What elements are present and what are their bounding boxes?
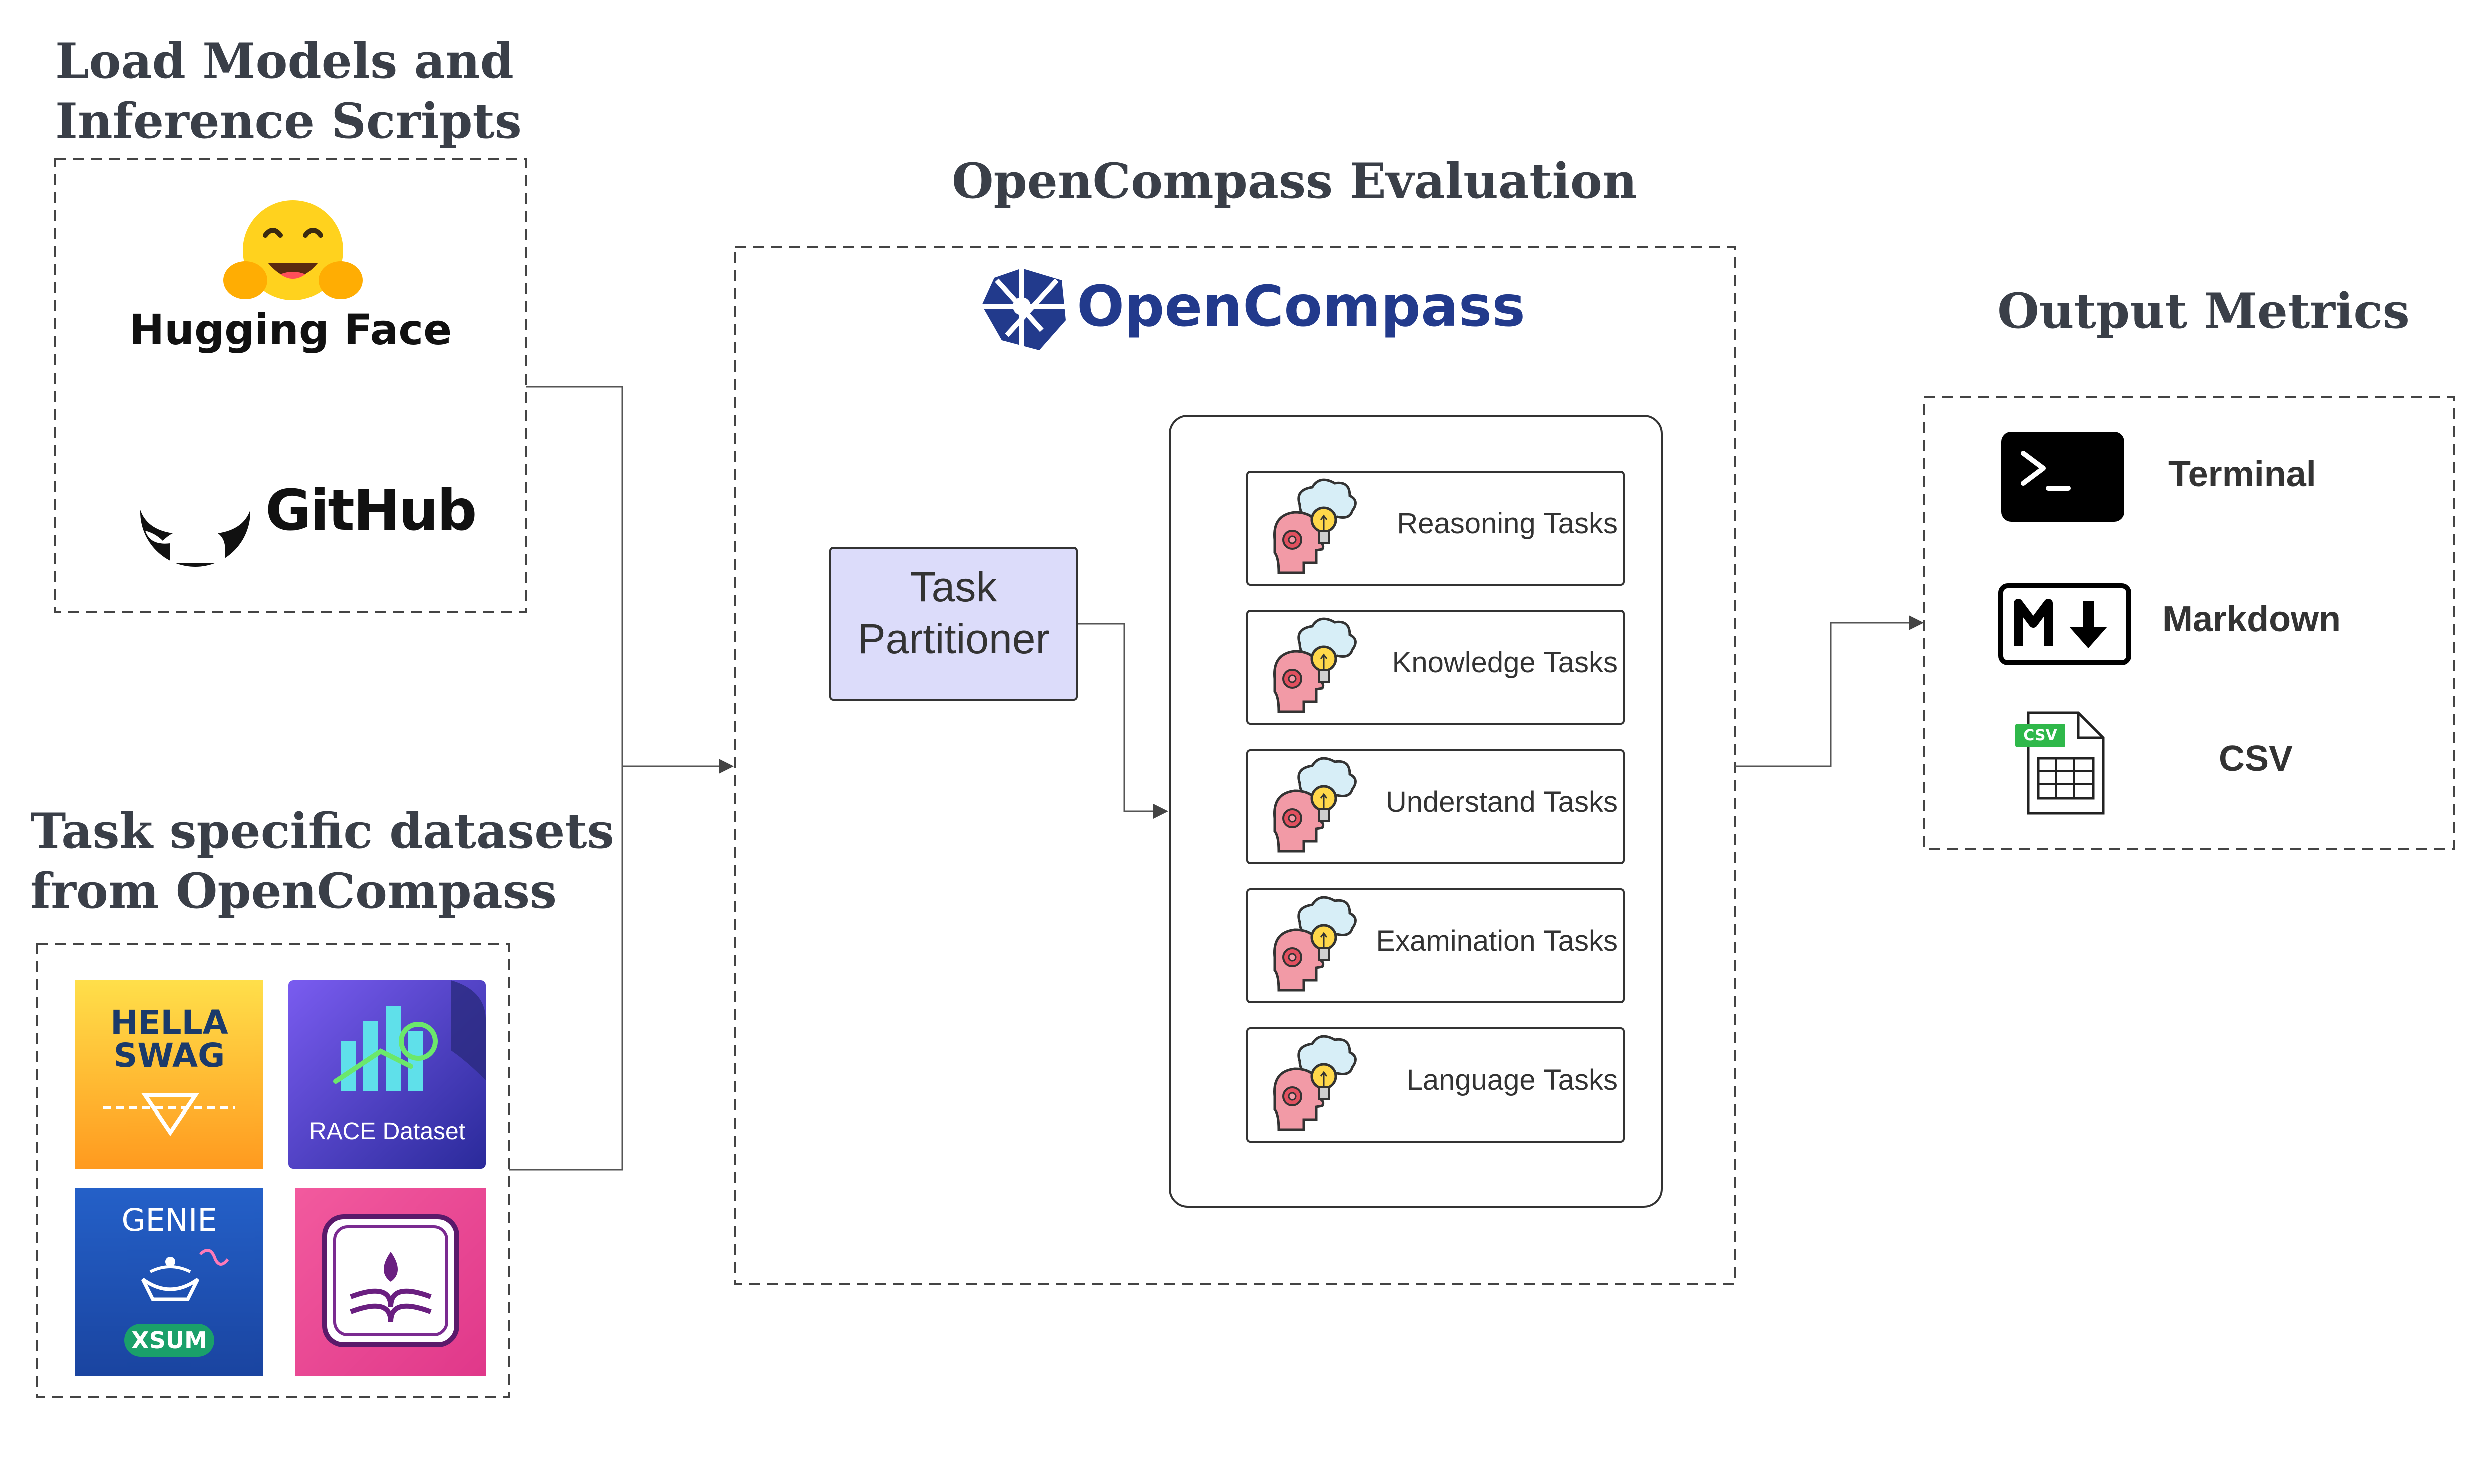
models-title-line2: Inference Scripts xyxy=(55,93,522,149)
output-title: Output Metrics xyxy=(1997,283,2410,339)
opencompass-brand: OpenCompass xyxy=(1077,274,1525,339)
markdown-label: Markdown xyxy=(2162,599,2341,639)
hellaswag-logo-text: HELLA SWAG xyxy=(110,1003,228,1075)
race-label: RACE Dataset xyxy=(308,1118,466,1145)
github-label: GitHub xyxy=(265,478,477,543)
task-item-knowledge: Knowledge Tasks xyxy=(1362,646,1618,679)
task-item-examination: Examination Tasks xyxy=(1347,924,1618,958)
terminal-label: Terminal xyxy=(2168,454,2316,494)
output-group-box xyxy=(1923,396,2455,850)
opencompass-logo-icon xyxy=(982,268,1066,350)
markdown-icon xyxy=(1998,583,2131,665)
task-label: Language Tasks xyxy=(1406,1064,1618,1096)
task-partitioner-box xyxy=(829,547,1078,701)
task-item-reasoning: Reasoning Tasks xyxy=(1362,507,1618,540)
hellaswag-tile xyxy=(75,980,263,1169)
datasets-title-line1: Task specific datasets xyxy=(30,803,614,859)
models-title: Load Models and Inference Scripts xyxy=(55,31,522,151)
task-label: Understand Tasks xyxy=(1385,786,1618,818)
datasets-title: Task specific datasets from OpenCompass xyxy=(30,801,614,921)
sources-bracket xyxy=(509,386,623,1171)
task-label: Examination Tasks xyxy=(1376,925,1618,957)
task-label: Knowledge Tasks xyxy=(1392,646,1618,679)
task-partitioner-label: Task Partitioner xyxy=(857,563,1050,662)
csv-label: CSV xyxy=(2219,738,2293,779)
csv-file-icon xyxy=(2015,711,2105,815)
models-title-line1: Load Models and xyxy=(55,33,514,89)
csv-tag: CSV xyxy=(2023,727,2057,745)
task-label: Reasoning Tasks xyxy=(1397,507,1618,540)
datasets-title-line2: from OpenCompass xyxy=(30,863,557,919)
models-group-box xyxy=(54,158,527,613)
genie-label: GENIE xyxy=(121,1202,217,1238)
partitioner-to-tasks-arrow xyxy=(1077,623,1168,819)
evaluation-title: OpenCompass Evaluation xyxy=(952,153,1637,209)
task-item-language: Language Tasks xyxy=(1362,1063,1618,1097)
eval-to-output-arrow xyxy=(1735,615,1924,767)
hugging-face-icon xyxy=(223,200,363,300)
github-icon xyxy=(138,446,253,567)
datasets-group-box xyxy=(36,943,510,1398)
task-item-understand: Understand Tasks xyxy=(1362,785,1618,819)
huggingface-label: Hugging Face xyxy=(129,305,452,354)
xsum-label: XSUM xyxy=(131,1327,207,1354)
terminal-icon xyxy=(2001,432,2124,522)
